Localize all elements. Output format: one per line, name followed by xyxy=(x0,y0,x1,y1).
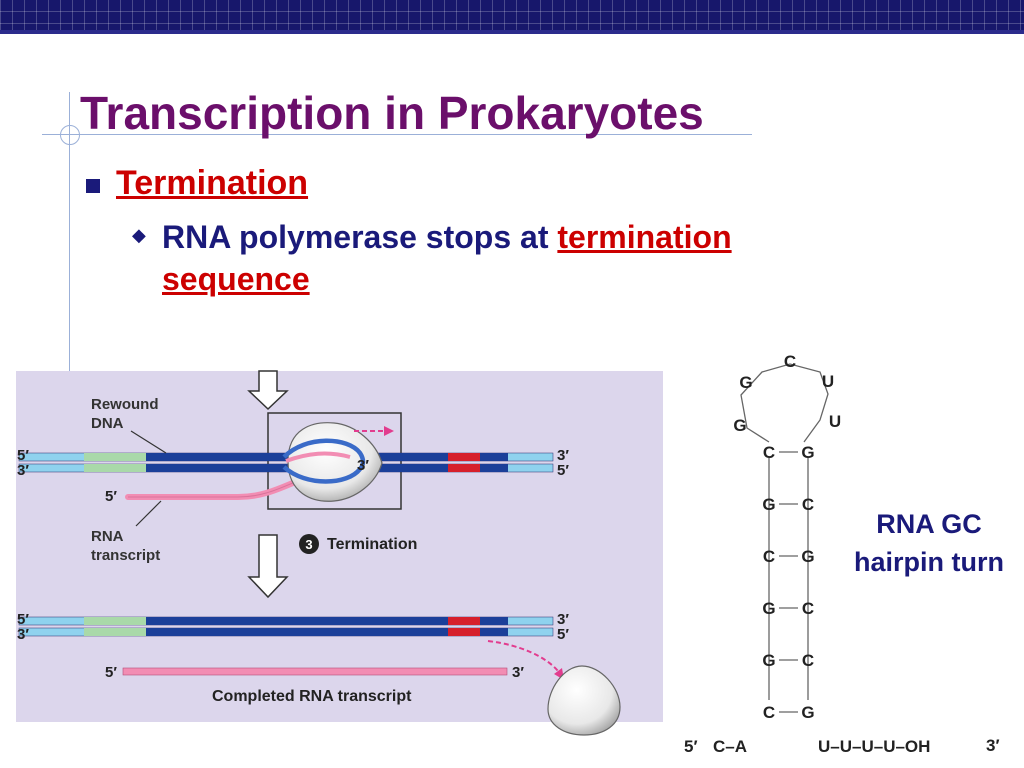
step-number-badge xyxy=(299,534,319,554)
bullet-level2: ◆ RNA polymerase stops at termination seq… xyxy=(132,216,892,300)
rna-transcript-pointer xyxy=(135,500,162,527)
right-stem-base-5: C xyxy=(802,651,814,670)
bullet-level1: Termination xyxy=(86,164,308,203)
left-stem-base-5: G xyxy=(762,651,775,670)
released-polymerase-shape xyxy=(547,665,621,736)
diamond-bullet-icon: ◆ xyxy=(132,225,146,245)
hairpin-bottom-right: U–U–U–U–OH xyxy=(818,737,930,756)
hairpin-loop-backbone xyxy=(740,363,829,443)
guide-crosshair-circle xyxy=(60,125,80,145)
left-stem-base-6: C xyxy=(763,703,775,722)
left-stem-base-1: C xyxy=(763,443,775,462)
square-bullet-icon xyxy=(86,178,100,193)
lower-three-prime-bottom: 3′ xyxy=(17,626,29,643)
hairpin-five-prime-end: 5′ xyxy=(684,737,698,756)
hairpin-caption: RNA GC hairpin turn xyxy=(838,505,1020,581)
hairpin-three-prime-end: 3′ xyxy=(986,736,1000,755)
hairpin-bottom-left: C–A xyxy=(713,737,747,756)
right-stem-base-4: C xyxy=(802,599,814,618)
lower-five-prime-top: 5′ xyxy=(17,611,29,628)
termination-figure: 5′ 3′ 3′ 5′ 5′ 3′ Rewound DNA RNA transc… xyxy=(16,370,663,736)
hairpin-svg: G C U G U C G C G G C G C G C C G 5′ C–A… xyxy=(684,352,1000,756)
right-stem-base-1: G xyxy=(801,443,814,462)
lower-five-prime-bottom: 5′ xyxy=(557,626,569,643)
rewound-dna-pointer xyxy=(130,430,167,454)
loop-base-2: C xyxy=(784,352,796,371)
top-banner xyxy=(0,0,1024,34)
step-label-termination: Termination xyxy=(327,536,417,553)
bullet2-highlight-line1: termination xyxy=(557,219,732,255)
step-number-text: 3 xyxy=(305,537,312,552)
completed-rna-label: Completed RNA transcript xyxy=(212,688,412,705)
completed-rna-strand xyxy=(122,667,508,676)
guide-line-vertical xyxy=(69,92,70,382)
rna-five-prime-label: 5′ xyxy=(105,488,117,505)
bullet2-text: RNA polymerase stops at termination seque… xyxy=(162,216,732,300)
left-stem-base-4: G xyxy=(762,599,775,618)
dna-bubble-strand xyxy=(282,438,366,484)
completed-rna-five-prime: 5′ xyxy=(105,664,117,681)
rewound-dna-label-line1: Rewound xyxy=(91,396,159,413)
upper-three-prime-top: 3′ xyxy=(557,447,569,464)
arrow-down-middle-icon xyxy=(247,534,289,599)
completed-rna-three-prime: 3′ xyxy=(512,664,524,681)
rna-three-prime-label: 3′ xyxy=(357,457,369,474)
rna-transcript-label-line1: RNA xyxy=(91,528,124,545)
upper-five-prime-top: 5′ xyxy=(17,447,29,464)
rna-transcript-label-line2: transcript xyxy=(91,547,160,564)
bullet2-highlight-line2: sequence xyxy=(162,261,310,297)
lower-three-prime-top: 3′ xyxy=(557,611,569,628)
guide-line-horizontal xyxy=(42,134,752,135)
left-stem-base-2: G xyxy=(762,495,775,514)
slide-title: Transcription in Prokaryotes xyxy=(80,87,704,139)
rewound-dna-label-line2: DNA xyxy=(91,415,124,432)
dna-strands-lower xyxy=(18,616,554,637)
termination-diagram-svg: 5′ 3′ 3′ 5′ 5′ 3′ Rewound DNA RNA transc… xyxy=(17,370,621,736)
right-stem-base-2: C xyxy=(802,495,814,514)
loop-base-5: U xyxy=(829,412,841,431)
right-stem-base-3: G xyxy=(801,547,814,566)
hairpin-caption-line2: hairpin turn xyxy=(854,547,1004,577)
bullet2-prefix: RNA polymerase stops at xyxy=(162,219,558,255)
base-pair-bonds xyxy=(779,451,798,713)
left-stem-base-3: C xyxy=(763,547,775,566)
right-stem-base-6: G xyxy=(801,703,814,722)
hairpin-structure: G C U G U C G C G G C G C G C C G 5′ C–A… xyxy=(680,350,1024,768)
released-arrow-icon xyxy=(487,640,559,672)
loop-base-3: U xyxy=(822,372,834,391)
loop-base-1: G xyxy=(739,373,752,392)
hairpin-caption-line1: RNA GC xyxy=(876,509,982,539)
loop-base-4: G xyxy=(733,416,746,435)
upper-five-prime-bottom: 5′ xyxy=(557,462,569,479)
upper-three-prime-bottom: 3′ xyxy=(17,462,29,479)
bullet1-text: Termination xyxy=(116,164,309,202)
arrow-down-top-icon xyxy=(247,370,289,411)
